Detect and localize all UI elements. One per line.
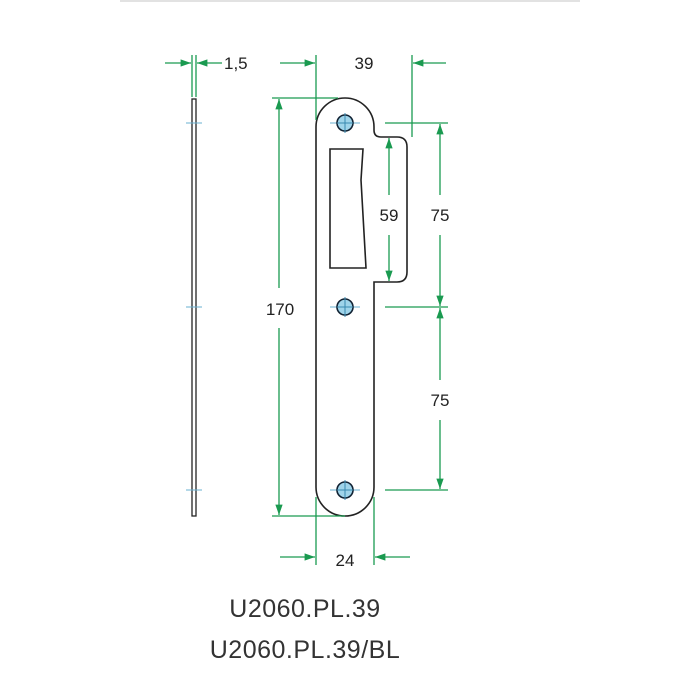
dim-hole-spacing-lower: 75 [431,391,450,410]
screw-hole-icon [330,297,360,317]
screw-holes [330,113,360,500]
dimension-labels: 1,5 39 170 59 75 75 24 [224,54,449,570]
dim-height: 170 [266,300,294,319]
side-view-plate [186,98,202,517]
product-code: U2060.PL.39 [229,595,381,623]
dim-plate-width: 24 [336,551,355,570]
latch-slot [329,148,367,269]
product-code-variant: U2060.PL.39/BL [209,636,401,664]
dim-hole-spacing-upper: 75 [431,206,450,225]
screw-hole-icon [330,113,360,133]
dim-total-width: 39 [355,54,374,73]
dim-thickness: 1,5 [224,54,248,73]
dimension-lines [165,55,448,565]
dim-slot-height: 59 [380,206,399,225]
front-view-plate [315,97,408,517]
screw-hole-icon [330,480,360,500]
